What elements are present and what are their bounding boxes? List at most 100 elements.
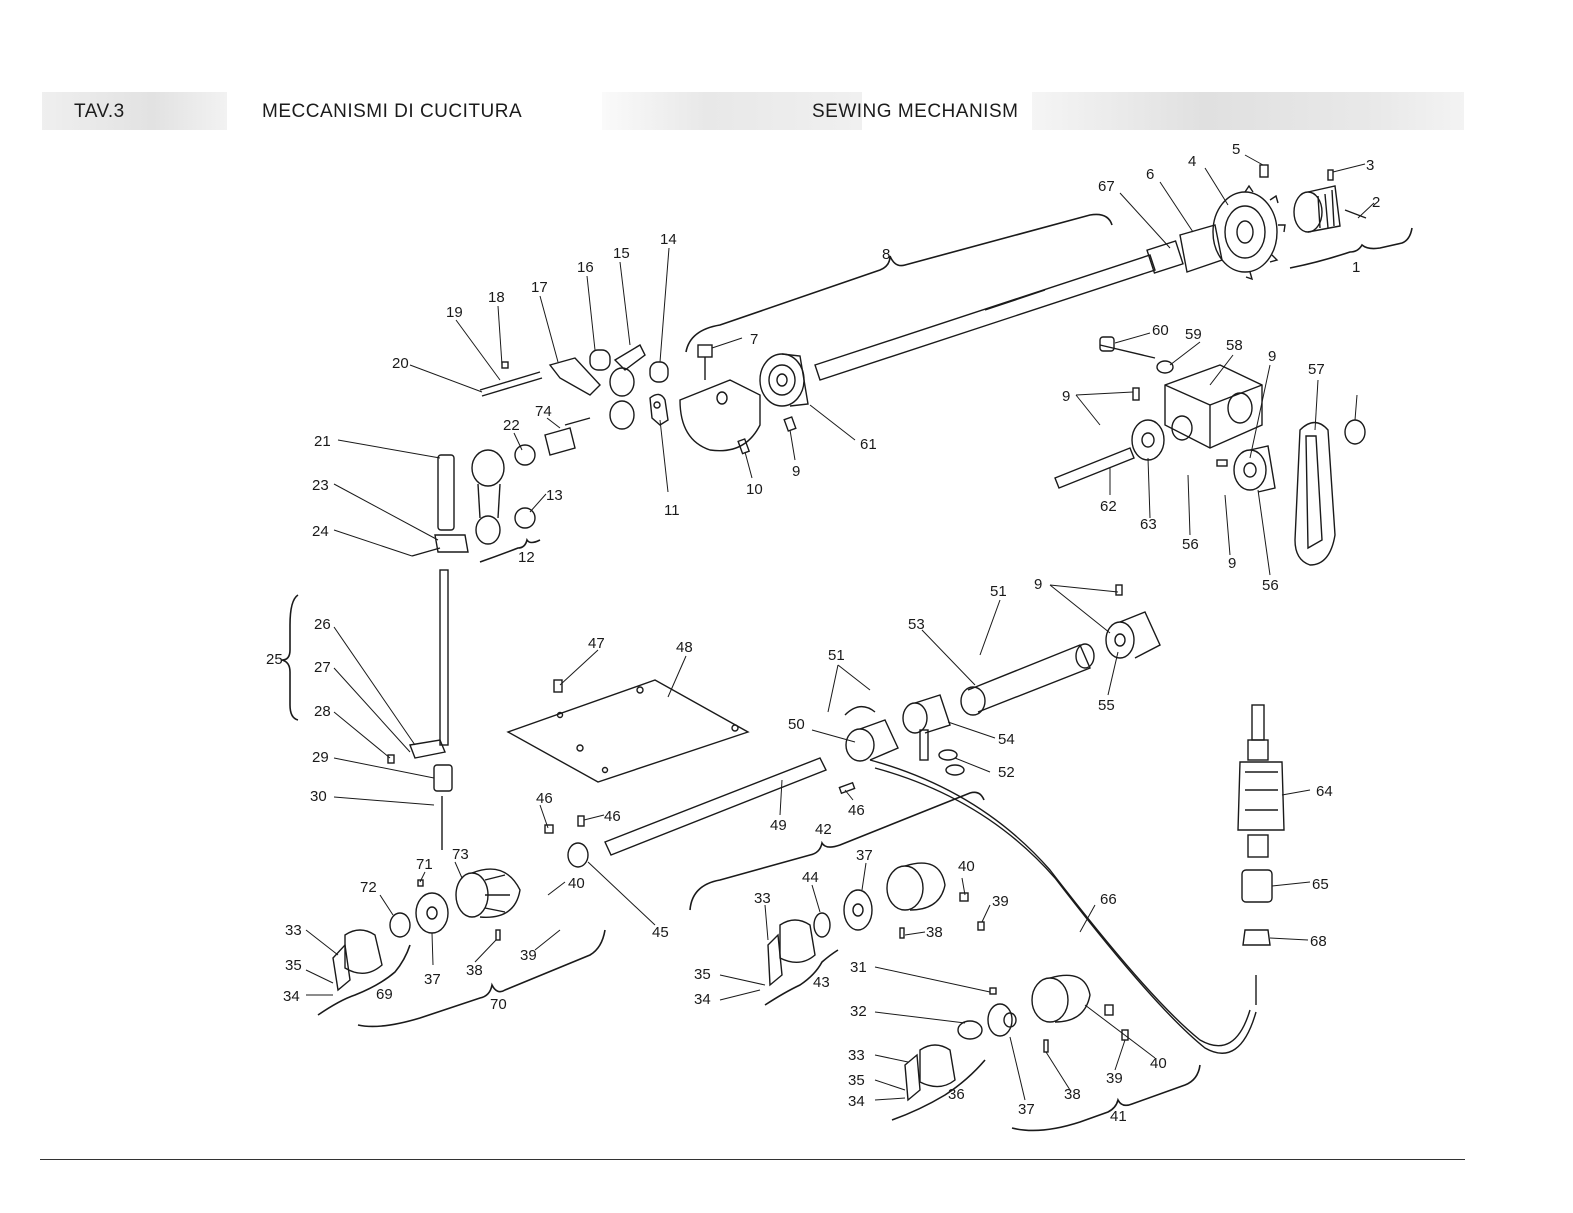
part-label: 16 bbox=[577, 259, 594, 276]
oil-tube-part bbox=[869, 759, 1251, 1047]
part-label: 53 bbox=[908, 616, 925, 633]
part-label: 38 bbox=[1064, 1086, 1081, 1103]
part-label: 10 bbox=[746, 481, 763, 498]
part-label: 34 bbox=[848, 1093, 865, 1110]
part-label: 61 bbox=[860, 436, 877, 453]
part-label: 38 bbox=[926, 924, 943, 941]
part-label: 5 bbox=[1232, 141, 1240, 158]
pulley-61-part bbox=[759, 353, 809, 432]
part-label: 41 bbox=[1110, 1108, 1127, 1125]
part-label: 8 bbox=[882, 246, 890, 263]
part-labels: 1 2 3 4 5 6 7 8 9 10 11 12 13 14 15 16 1… bbox=[266, 141, 1380, 1125]
hook-assembly-42-part bbox=[767, 862, 985, 987]
part-label: 60 bbox=[1152, 322, 1169, 339]
part-label: 14 bbox=[660, 231, 677, 248]
part-label: 74 bbox=[535, 403, 552, 420]
part-label: 17 bbox=[531, 279, 548, 296]
part-label: 6 bbox=[1146, 166, 1154, 183]
part-label: 39 bbox=[992, 893, 1009, 910]
part-label: 35 bbox=[848, 1072, 865, 1089]
part-label: 56 bbox=[1182, 536, 1199, 553]
part-label: 15 bbox=[613, 245, 630, 262]
part-label: 7 bbox=[750, 331, 758, 348]
header-band-right bbox=[1032, 92, 1464, 130]
part-label: 37 bbox=[1018, 1101, 1035, 1118]
part-label: 9 bbox=[1268, 348, 1276, 365]
part-label: 43 bbox=[813, 974, 830, 991]
part-label: 69 bbox=[376, 986, 393, 1003]
part-label: 30 bbox=[310, 788, 327, 805]
part-label: 34 bbox=[283, 988, 300, 1005]
part-label: 72 bbox=[360, 879, 377, 896]
plate-number: TAV.3 bbox=[74, 101, 125, 122]
bracket-58-part bbox=[1099, 336, 1263, 449]
header-band bbox=[42, 92, 1464, 130]
part-label: 36 bbox=[948, 1086, 965, 1103]
part-label: 47 bbox=[588, 635, 605, 652]
title-italian: MECCANISMI DI CUCITURA bbox=[262, 101, 523, 122]
part-label: 35 bbox=[694, 966, 711, 983]
crank-block-part bbox=[679, 344, 761, 455]
part-label: 33 bbox=[848, 1047, 865, 1064]
part-label: 40 bbox=[568, 875, 585, 892]
pulley-1-part bbox=[1293, 169, 1367, 233]
part-label: 27 bbox=[314, 659, 331, 676]
part-label: 23 bbox=[312, 477, 329, 494]
part-label: 39 bbox=[1106, 1070, 1123, 1087]
header-band-left bbox=[42, 92, 227, 130]
part-label: 46 bbox=[848, 802, 865, 819]
lower-shaft-part bbox=[544, 757, 827, 868]
part-label: 9 bbox=[1034, 576, 1042, 593]
part-label: 1 bbox=[1352, 259, 1360, 276]
gear-4-part bbox=[1212, 164, 1286, 281]
part-label: 37 bbox=[856, 847, 873, 864]
part-label: 9 bbox=[1228, 555, 1236, 572]
pulley-55-upper-part bbox=[1216, 445, 1276, 493]
connecting-rod-part bbox=[471, 417, 591, 545]
part-label: 40 bbox=[1150, 1055, 1167, 1072]
oil-pump-part bbox=[1237, 704, 1285, 1005]
pulley-55-lower-part bbox=[1105, 584, 1161, 659]
part-label: 56 bbox=[1262, 577, 1279, 594]
part-label: 12 bbox=[518, 549, 535, 566]
part-label: 21 bbox=[314, 433, 331, 450]
part-label: 40 bbox=[958, 858, 975, 875]
part-label: 26 bbox=[314, 616, 331, 633]
hook-assembly-70-part bbox=[332, 868, 521, 992]
part-label: 49 bbox=[770, 817, 787, 834]
part-label: 3 bbox=[1366, 157, 1374, 174]
part-label: 42 bbox=[815, 821, 832, 838]
part-label: 73 bbox=[452, 846, 469, 863]
part-label: 66 bbox=[1100, 891, 1117, 908]
part-label: 29 bbox=[312, 749, 329, 766]
link-11-part bbox=[649, 393, 669, 426]
part-label: 58 bbox=[1226, 337, 1243, 354]
part-label: 65 bbox=[1312, 876, 1329, 893]
part-label: 33 bbox=[285, 922, 302, 939]
part-label: 19 bbox=[446, 304, 463, 321]
part-label: 48 bbox=[676, 639, 693, 656]
hook-assembly-41-part bbox=[904, 974, 1129, 1102]
part-label: 22 bbox=[503, 417, 520, 434]
main-shaft-part bbox=[814, 224, 1223, 381]
part-label: 2 bbox=[1372, 194, 1380, 211]
part-label: 55 bbox=[1098, 697, 1115, 714]
part-label: 38 bbox=[466, 962, 483, 979]
part-label: 34 bbox=[694, 991, 711, 1008]
part-label: 59 bbox=[1185, 326, 1202, 343]
part-label: 35 bbox=[285, 957, 302, 974]
part-label: 33 bbox=[754, 890, 771, 907]
part-label: 39 bbox=[520, 947, 537, 964]
part-label: 46 bbox=[604, 808, 621, 825]
part-label: 67 bbox=[1098, 178, 1115, 195]
part-label: 57 bbox=[1308, 361, 1325, 378]
part-label: 54 bbox=[998, 731, 1015, 748]
leader-lines bbox=[305, 154, 1375, 1101]
part-label: 25 bbox=[266, 651, 283, 668]
title-english: SEWING MECHANISM bbox=[812, 101, 1019, 122]
part-label: 51 bbox=[990, 583, 1007, 600]
part-label: 70 bbox=[490, 996, 507, 1013]
header-band-mid bbox=[602, 92, 862, 130]
group-braces bbox=[281, 213, 1413, 1132]
